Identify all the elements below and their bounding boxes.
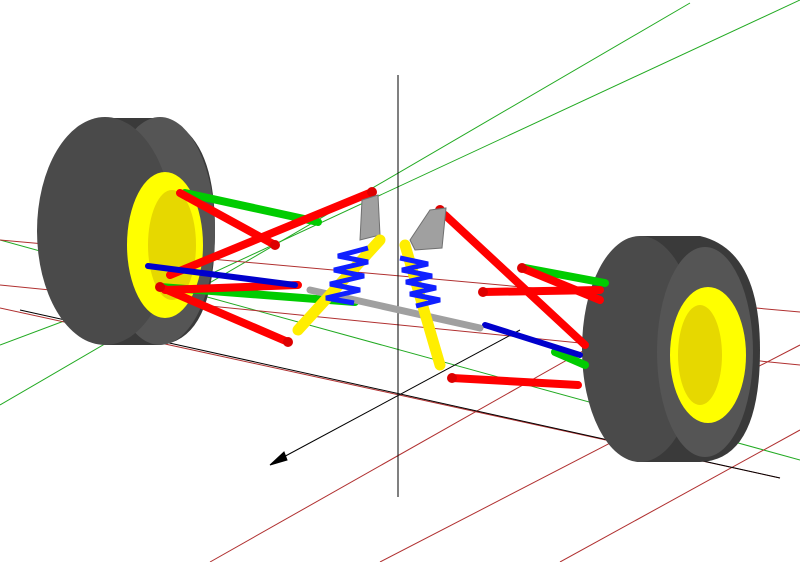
- tie-rod: [482, 322, 583, 358]
- springs: [325, 245, 441, 309]
- upper-arm: [518, 264, 604, 304]
- rockers: [359, 194, 447, 251]
- left-wheel: [37, 117, 215, 345]
- lower-arm: [161, 281, 302, 294]
- toe-link: [551, 348, 589, 369]
- lower-arm: [448, 374, 582, 389]
- axis-longitudinal: [277, 329, 521, 461]
- grid-line-red: [559, 429, 800, 562]
- joints: [155, 187, 527, 383]
- toe-link: [181, 189, 322, 226]
- upper-arm: [166, 188, 376, 279]
- grid-line-red: [209, 329, 621, 562]
- tie-rod: [145, 263, 298, 288]
- suspension-links: [145, 188, 609, 389]
- upper-arm: [479, 286, 604, 296]
- lower-arm: [156, 283, 292, 346]
- axis-arrowhead: [269, 451, 288, 466]
- upper-arm: [441, 211, 589, 349]
- right-wheel: [582, 236, 760, 462]
